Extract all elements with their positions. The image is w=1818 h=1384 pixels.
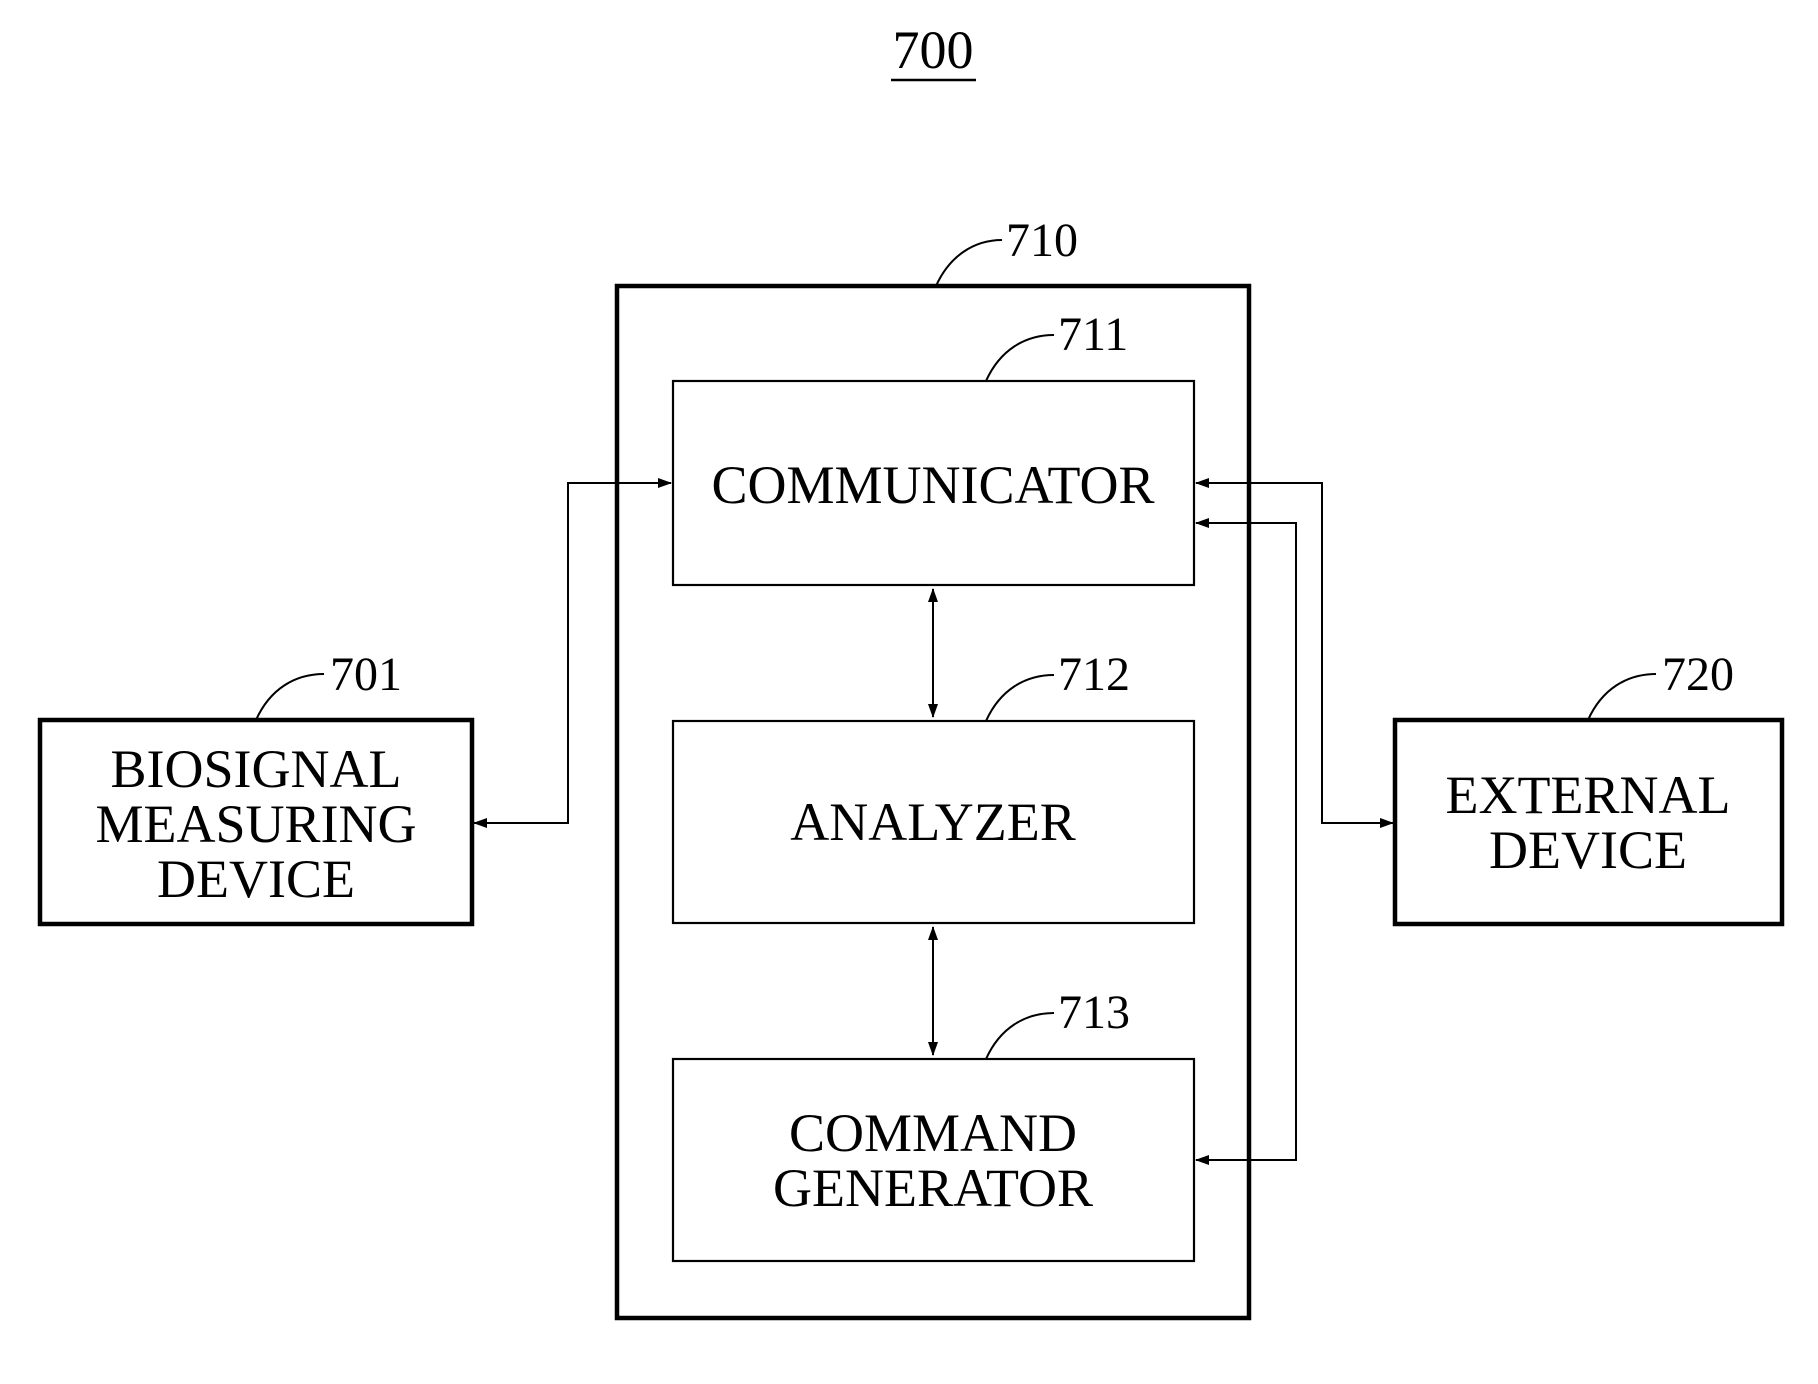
server-ref-leader bbox=[936, 240, 1002, 286]
arrow-biosignal-communicator bbox=[474, 483, 671, 823]
command-generator-ref-label: 713 bbox=[1058, 986, 1130, 1039]
external-device-ref-leader bbox=[1588, 674, 1656, 720]
biosignal-device-label-line3: DEVICE bbox=[157, 849, 355, 909]
arrow-command-generator-communicator bbox=[1196, 523, 1296, 1160]
communicator-ref-label: 711 bbox=[1058, 308, 1128, 361]
biosignal-device-label-line2: MEASURING bbox=[95, 794, 416, 854]
analyzer-ref-label: 712 bbox=[1058, 648, 1130, 701]
communicator-label: COMMUNICATOR bbox=[711, 455, 1154, 515]
external-device-ref-label: 720 bbox=[1662, 648, 1734, 701]
server-ref-label: 710 bbox=[1006, 214, 1078, 267]
communicator-ref-leader bbox=[986, 335, 1054, 381]
analyzer-label: ANALYZER bbox=[790, 792, 1076, 852]
biosignal-device-ref-label: 701 bbox=[330, 648, 402, 701]
external-device-label-line2: DEVICE bbox=[1489, 820, 1687, 880]
arrow-communicator-external-device bbox=[1196, 483, 1393, 823]
biosignal-device-ref-leader bbox=[256, 674, 324, 720]
figure-number: 700 bbox=[893, 20, 974, 80]
biosignal-device-label-line1: BIOSIGNAL bbox=[111, 739, 402, 799]
analyzer-ref-leader bbox=[986, 675, 1054, 721]
command-generator-label-line1: COMMAND bbox=[789, 1103, 1077, 1163]
external-device-label-line1: EXTERNAL bbox=[1446, 765, 1731, 825]
command-generator-ref-leader bbox=[986, 1013, 1054, 1059]
command-generator-label-line2: GENERATOR bbox=[773, 1158, 1093, 1218]
